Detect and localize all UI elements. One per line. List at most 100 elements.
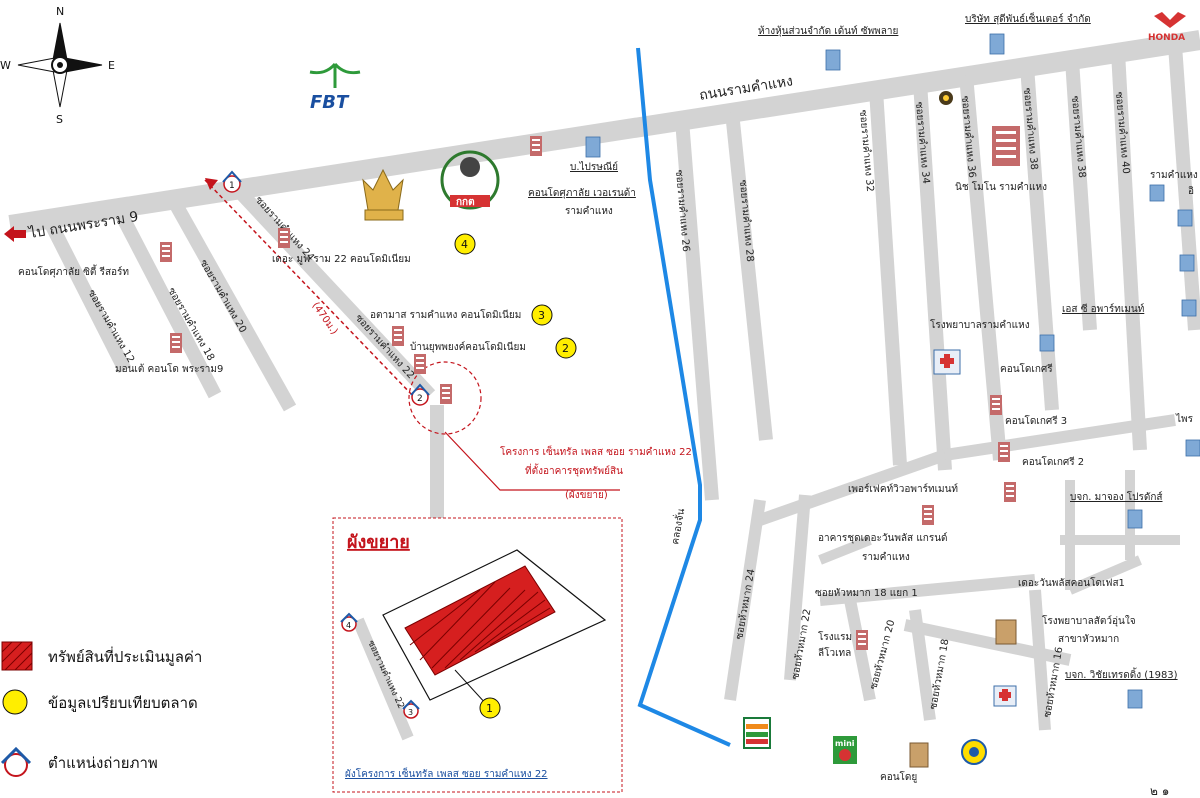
asset-marker-1-num: 1 [486,702,493,715]
honda-logo: HONDA [1148,12,1186,43]
royal-emblem-icon [362,168,404,221]
sudhiphan-label: บริษัท สุดีพันธ์เซ็นเตอร์ จำกัด [965,11,1091,25]
hm-20-label: ซอยหัวหมาก 20 [868,619,897,691]
mini-big-c-logo: mini [833,736,857,764]
soi-38-road [1020,65,1059,411]
condo-icon [1004,482,1016,502]
photo-marker-1-num: 1 [229,181,235,191]
hm-24-road [724,499,766,701]
market-marker-2-num: 2 [562,342,569,355]
hs-apt-label: เอส ซี อพาร์ทเมนท์ [1062,303,1144,315]
nida-label: นิช โมโน รามคำแหง [955,180,1047,193]
soi-40-road [1111,51,1147,451]
inset-frame [332,517,623,793]
soi-12-road [43,218,132,374]
hm-16-road [1029,589,1051,731]
office-icon [1177,209,1193,227]
hm-18-label: ซอยหัวหมาก 18 [928,638,951,710]
honda-logo-text: HONDA [1148,33,1185,43]
inset-plan: ผังขยาย 1 ซอยรามคำแหง 22 4 [332,517,623,793]
right-block-road4 [1068,555,1142,595]
project-line1: โครงการ เซ็นทรัล เพลส ซอย รามคำแหง 22 [500,444,692,458]
condo-icon [170,333,182,353]
market-markers: 4 3 2 [454,233,577,359]
route-line [204,179,416,399]
legend-market-label: ข้อมูลเปรียบเทียบตลาด [48,694,198,712]
inset-photo-marker-4: 4 [340,612,358,632]
place-labels: ห้างหุ้นส่วนจำกัด เด้นท์ ซัพพลาย บริษัท … [18,11,1198,783]
compass-south: S [56,113,63,126]
market-marker-2 [555,337,577,359]
soi-20-label: ซอยรามคำแหง 20 [197,258,248,335]
condo-icons [160,126,1020,650]
condo-icon [922,505,934,525]
right-label3: ไพร [1175,413,1194,425]
seven-eleven-logo [743,717,771,749]
supalai-city-label: คอนโดศุภาลัย ซิตี้ รีสอร์ท [18,264,129,278]
condo-icon [414,354,426,374]
hospital-icon [993,685,1017,707]
lumpini-label: อตามาส รามคำแหง คอนโดมิเนียม [370,308,521,321]
soi-22-road [234,187,436,400]
canal-label: คลองจั่น [667,507,687,545]
photo-marker-2: 2 [410,383,430,406]
hotel-label1: โรงแรม [818,630,852,643]
condo-icon [990,395,1002,415]
right-label2: อิ [1188,186,1194,197]
perfect-label: เพอร์เฟคท์วิวอพาร์ทเมนท์ [848,483,958,495]
soi-22-label: ซอยรามคำแหง 22 [353,313,416,382]
hospital-icon [933,349,961,375]
project-circle [408,361,482,435]
soi-28-road [725,111,773,441]
large-condo-icon [992,126,1020,166]
photo-marker-1: 1 [222,170,242,193]
condo3-label: คอนโดเกศรี 3 [1005,414,1067,427]
compass-west: W [0,59,11,72]
soi-38b-road [1065,59,1097,331]
fbt-logo-text: FBT [310,92,350,113]
inset-caption: ผังโครงการ เซ็นทรัล เพลส ซอย รามคำแหง 22 [345,766,548,780]
small-pin-icon [939,91,953,105]
project-leader [444,431,620,491]
building-icon [995,619,1017,645]
office-icon [1149,184,1165,202]
office-icon [1185,439,1200,457]
mangon-label: บจก. มาจอง โปรดักส์ [1070,490,1163,503]
condo1-label: คอนโดเกศรี [1000,362,1053,375]
dentsupply-label: ห้างหุ้นส่วนจำกัด เด้นท์ ซัพพลาย [758,25,898,37]
hm-18-1-road [819,574,1036,606]
route-arrowhead [205,178,218,190]
hosp-pet-label2: สาขาหัวหมาก [1058,634,1119,645]
hm-lower-road [903,619,1072,666]
sukhala-river-label: คอนโดศุภาลัย เวอเรนด้า [528,186,636,199]
soi-18-road [113,208,222,399]
road-network [8,30,1200,742]
site-boundary [382,549,607,701]
distance-label: (470ม.) [310,300,340,336]
wichai-label: บจก. วิชัยเทรดดิ้ง (1983) [1065,667,1178,681]
monte-label: มอนเต้ คอนโด พระราม9 [115,362,223,375]
office-icon [825,49,841,71]
gas-station-logo [961,739,987,765]
soi-20-road [168,199,297,412]
legend-market-swatch [2,689,28,715]
condo-icon [440,384,452,404]
legend: ทรัพย์สินที่ประเมินมูลค่า ข้อมูลเปรียบเท… [0,641,202,777]
cross-road [758,449,947,526]
condo-icon [392,326,404,346]
market-marker-4 [454,233,476,255]
asset-leader [454,669,488,706]
condo2-label: คอนโดเกศรี 2 [1022,455,1084,468]
soi-34-road [913,81,952,471]
to-rama9-arrow [4,226,26,242]
project-line2: ที่ตั้งอาคารชุดทรัพย์สิน [525,463,623,477]
office-icon [1179,254,1195,272]
condo-icon [530,136,542,156]
aakan-label2: รามคำแหง [862,552,910,563]
page-mark: ๒ ๑ [1150,784,1169,798]
inset-road-line [352,617,414,741]
office-icon [1127,689,1143,709]
soi-26-road [675,119,719,501]
seal-text: กกต [456,197,475,208]
